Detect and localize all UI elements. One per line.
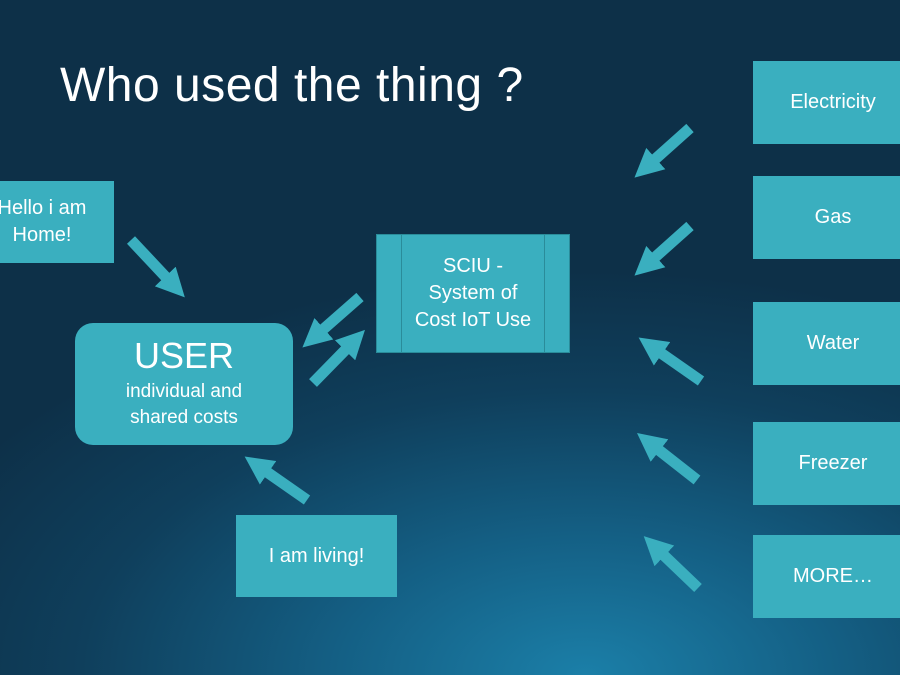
sciu-left-divider: [401, 235, 402, 352]
user-heading: USER: [133, 335, 235, 377]
slide-title: Who used the thing ?: [60, 59, 524, 112]
hello-line-1: Hello i am: [0, 197, 87, 219]
arrow-electricity-to-sciu: [634, 123, 694, 178]
sciu-right-divider: [544, 235, 545, 352]
arrow-living-to-user: [244, 456, 311, 505]
arrow-freezer-to-sciu: [636, 432, 701, 485]
source-electricity-box: Electricity: [753, 61, 900, 144]
arrow-gas-to-sciu: [634, 221, 694, 276]
arrow-user-to-sciu: [309, 329, 365, 387]
source-water-label: Water: [806, 332, 860, 354]
source-more-box: MORE…: [753, 535, 900, 618]
user-box: USER individual and shared costs: [75, 323, 293, 445]
sciu-line-1: SCIU -: [443, 255, 503, 277]
sciu-line-3: Cost IoT Use: [414, 309, 532, 331]
living-box: I am living!: [236, 515, 397, 597]
source-more-label: MORE…: [793, 565, 873, 587]
source-freezer-box: Freezer: [753, 422, 900, 505]
sciu-box: SCIU - System of Cost IoT Use: [376, 234, 570, 353]
source-freezer-label: Freezer: [798, 452, 868, 474]
user-line-1: individual and: [125, 381, 243, 403]
hello-home-box: Hello i am Home!: [0, 181, 114, 263]
sciu-line-2: System of: [428, 282, 518, 304]
living-label: I am living!: [268, 544, 365, 567]
arrow-water-to-sciu: [638, 337, 705, 386]
hello-line-2: Home!: [12, 224, 72, 246]
source-water-box: Water: [753, 302, 900, 385]
source-gas-label: Gas: [814, 206, 852, 228]
arrow-more-to-sciu: [643, 536, 702, 592]
arrow-sciu-to-user: [302, 292, 364, 348]
source-gas-box: Gas: [753, 176, 900, 259]
arrow-hello-to-user: [126, 236, 185, 298]
source-electricity-label: Electricity: [790, 91, 876, 113]
user-line-2: shared costs: [130, 406, 238, 428]
